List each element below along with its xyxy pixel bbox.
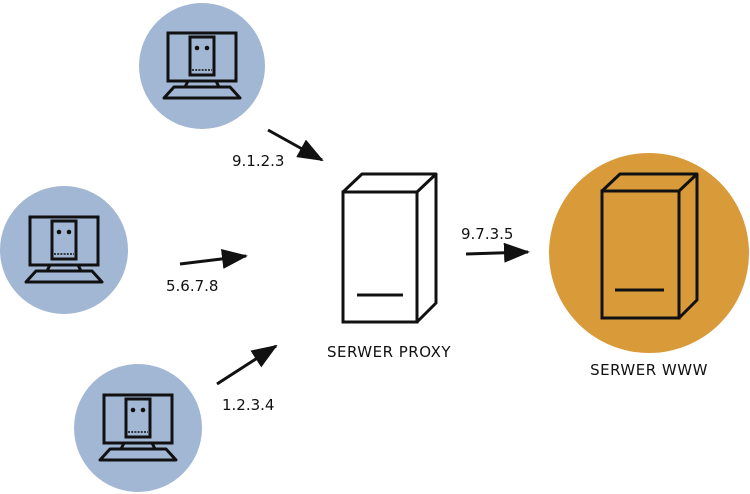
arrow-icon: [216, 344, 278, 386]
arrow-icon: [179, 248, 248, 269]
client-ip-label: 1.2.3.4: [222, 396, 274, 414]
www-server: SERWER WWW: [549, 153, 749, 379]
client-computer-3: [74, 364, 202, 492]
client-ip-label: 5.6.7.8: [166, 277, 218, 295]
proxy-label: SERWER PROXY: [327, 343, 451, 361]
client-circle: [0, 186, 128, 314]
client-computer-2: [0, 186, 128, 314]
client-computer-1: [139, 3, 265, 129]
proxy-ip-label: 9.7.3.5: [461, 225, 513, 243]
client-circle: [74, 364, 202, 492]
www-label: SERWER WWW: [590, 361, 708, 379]
server-tower-icon: [600, 172, 699, 320]
arrow-icon: [465, 242, 530, 263]
client-circle: [139, 3, 265, 129]
client-ip-label: 9.1.2.3: [232, 152, 284, 170]
arrow-icon: [267, 128, 324, 162]
proxy-server: SERWER PROXY: [327, 172, 451, 361]
server-tower-icon: [341, 172, 438, 324]
